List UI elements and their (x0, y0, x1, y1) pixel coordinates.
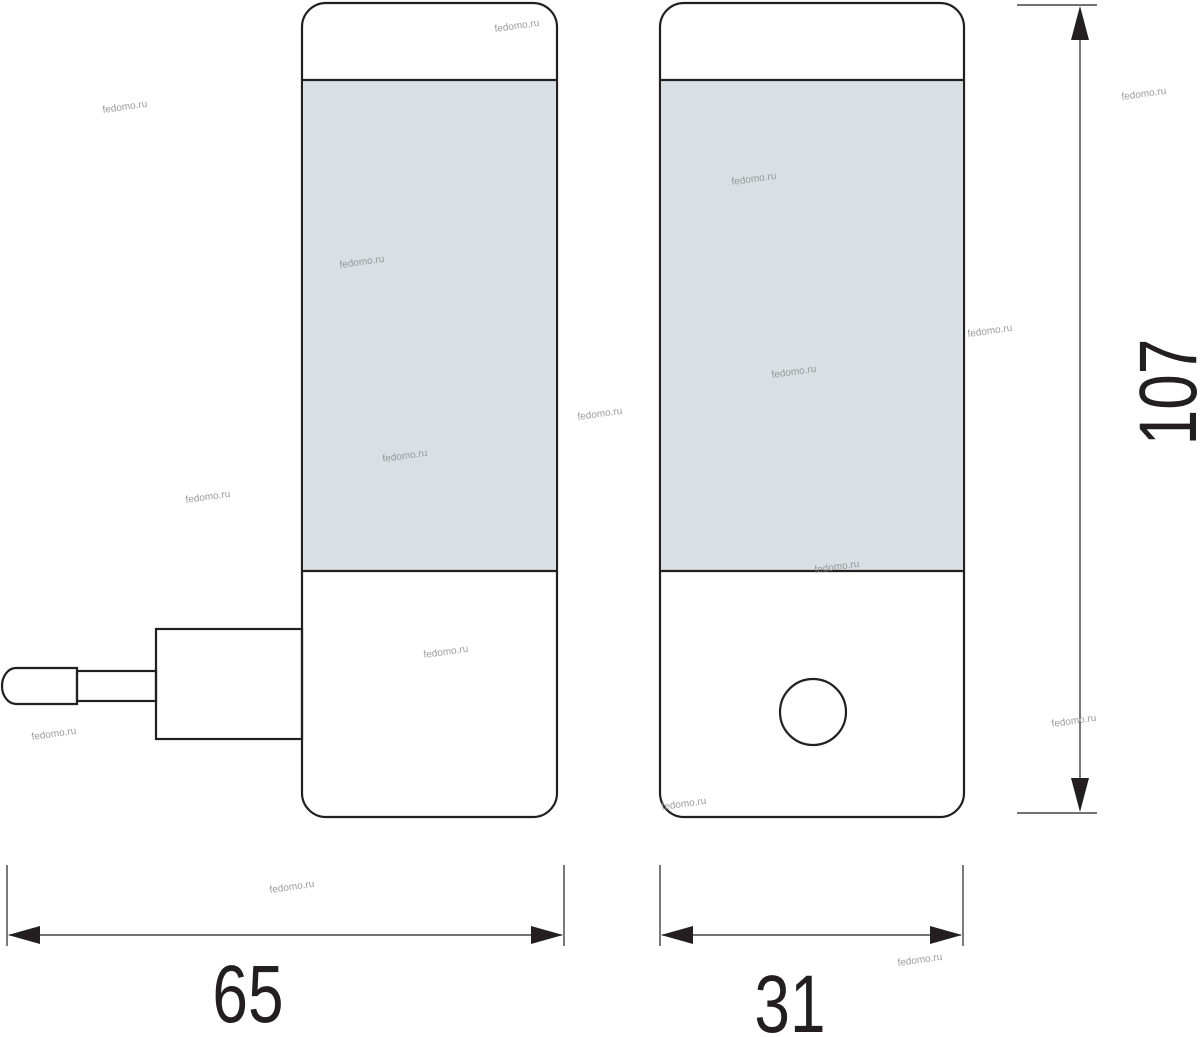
watermark-text: fedomo.ru (494, 18, 540, 35)
watermark-text: fedomo.ru (897, 952, 943, 969)
watermarks: fedomo.ru fedomo.ru fedomo.ru fedomo.ru fedo… (31, 18, 1167, 969)
depth-label: 65 (212, 947, 283, 1037)
watermark-text: fedomo.ru (661, 796, 707, 813)
watermark-text: fedomo.ru (423, 644, 469, 661)
depth-dimension (6, 865, 565, 946)
watermark-text: fedomo.ru (185, 489, 231, 506)
side-view-light-band (303, 80, 556, 571)
front-view (658, 1, 966, 819)
watermark-text: fedomo.ru (102, 99, 148, 116)
watermark-text: fedomo.ru (1051, 713, 1097, 730)
watermark-text: fedomo.ru (269, 879, 315, 896)
arrow-left-icon (661, 926, 693, 944)
watermark-text: fedomo.ru (577, 406, 623, 423)
arrow-up-icon (1071, 6, 1089, 40)
arrow-right-icon (531, 926, 563, 944)
width-label: 31 (754, 957, 825, 1037)
sensor-button (778, 677, 848, 747)
plug-pin-tip (0, 666, 79, 706)
side-view (0, 1, 559, 819)
front-view-body (658, 1, 966, 819)
front-view-light-band (661, 80, 963, 571)
arrow-down-icon (1071, 778, 1089, 812)
side-view-body (300, 1, 559, 819)
width-dimension (659, 865, 964, 946)
plug-housing (154, 627, 304, 741)
arrow-right-icon (930, 926, 962, 944)
watermark-text: fedomo.ru (967, 323, 1013, 340)
arrow-left-icon (8, 926, 40, 944)
watermark-text: fedomo.ru (31, 726, 77, 743)
watermark-text: fedomo.ru (1121, 86, 1167, 103)
height-label: 107 (1121, 339, 1200, 446)
plug-pin (75, 669, 158, 703)
height-dimension (1017, 4, 1097, 814)
